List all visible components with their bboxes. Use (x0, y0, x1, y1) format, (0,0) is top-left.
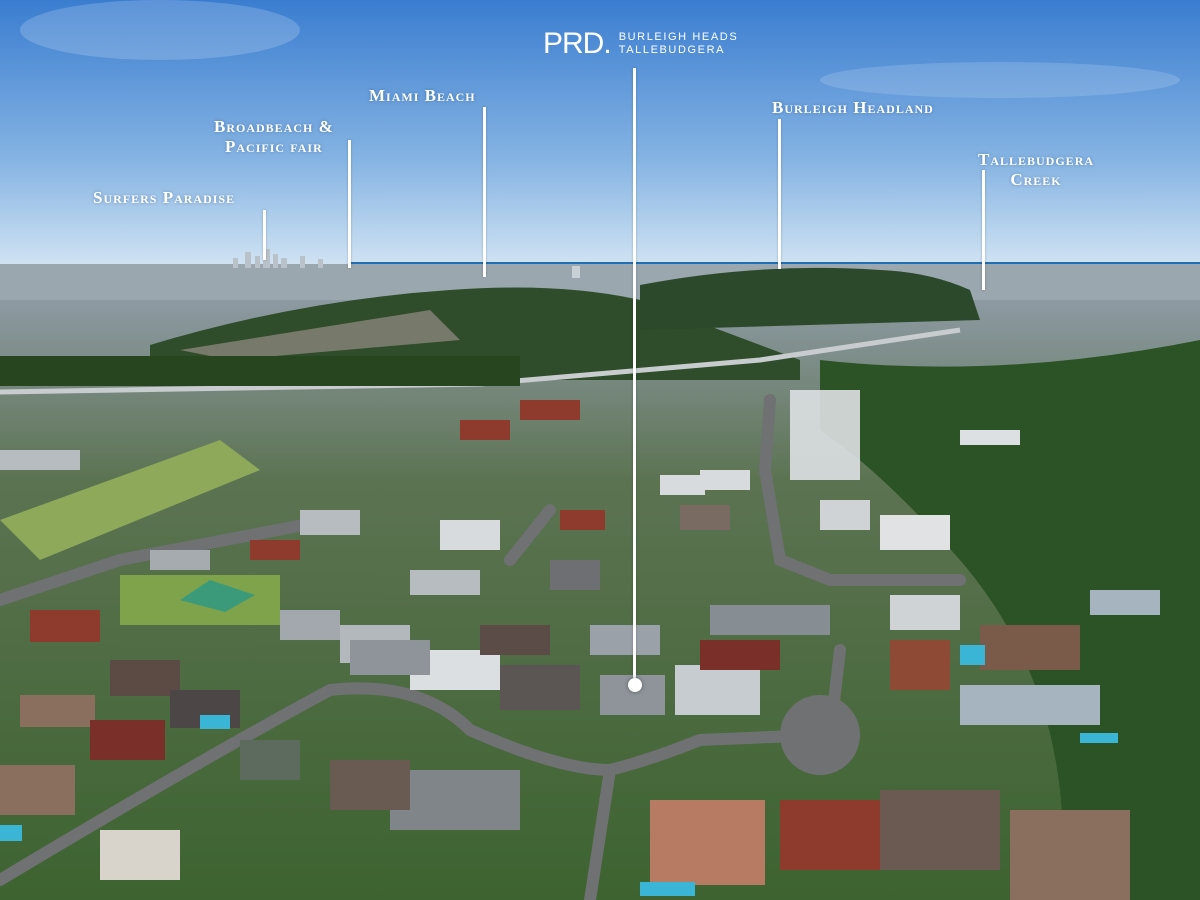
logo-office-line1: BURLEIGH HEADS (618, 31, 739, 43)
houses (0, 390, 1160, 900)
field (0, 440, 260, 560)
motorway (0, 327, 961, 395)
bushland (820, 340, 1200, 900)
pin-tallebudgera-creek (982, 170, 985, 290)
logo-office: BURLEIGH HEADS TALLEBUDGERA (619, 31, 739, 57)
pools (0, 645, 1118, 896)
cloud (20, 0, 300, 60)
subject-property-marker (628, 678, 642, 692)
shade-sail (180, 580, 255, 612)
label-tallebudgera-line1: Tallebudgera (978, 150, 1095, 169)
label-broadbeach-line1: Broadbeach & (214, 117, 334, 136)
logo-office-line2: TALLEBUDGERA (618, 44, 726, 56)
label-broadbeach: Broadbeach & Pacific fair (214, 117, 334, 157)
building (572, 266, 580, 278)
label-burleigh-headland-text: Burleigh Headland (772, 98, 934, 117)
tree-belt (0, 356, 520, 386)
pin-miami-beach (483, 107, 486, 277)
label-broadbeach-line2: Pacific fair (225, 137, 323, 156)
pin-broadbeach (348, 140, 351, 268)
label-tallebudgera-line2: Creek (1010, 170, 1062, 189)
label-surfers-paradise: Surfers Paradise (93, 188, 235, 208)
label-surfers-paradise-text: Surfers Paradise (93, 188, 236, 207)
hill-burleigh (640, 267, 980, 330)
label-miami-beach: Miami Beach (369, 86, 476, 106)
pin-surfers-paradise (263, 210, 266, 260)
skyline-surfers-paradise (233, 249, 323, 268)
pin-burleigh-headland (778, 119, 781, 269)
logo-brand: PRD. (543, 27, 612, 60)
label-miami-beach-text: Miami Beach (369, 86, 476, 105)
label-burleigh-headland: Burleigh Headland (772, 98, 934, 118)
label-tallebudgera-creek: Tallebudgera Creek (978, 150, 1094, 190)
cul-de-sac (780, 695, 860, 775)
prd-logo: PRD. BURLEIGH HEADS TALLEBUDGERA (543, 26, 738, 62)
sky (0, 0, 1200, 268)
cloud (820, 62, 1180, 98)
quarry-face (180, 310, 460, 360)
pin-subject-property (633, 68, 636, 678)
